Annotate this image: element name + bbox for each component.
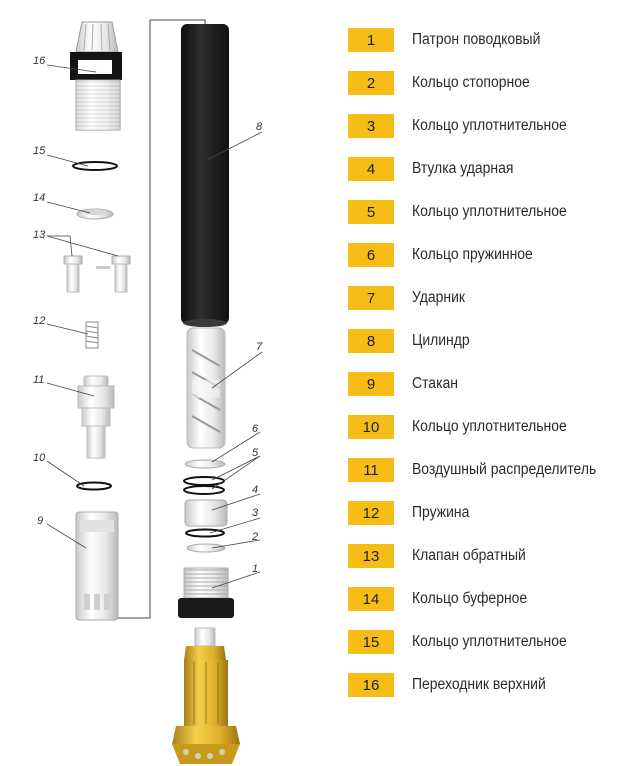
drill-bit: [172, 627, 240, 764]
legend-label: Пружина: [412, 504, 470, 521]
legend-item: 8 Цилиндр: [348, 329, 638, 353]
part-12-spring: [85, 321, 99, 349]
legend-label: Переходник верхний: [412, 676, 546, 693]
legend-number-badge: 7: [348, 286, 394, 310]
part-6-spring-ring: [184, 459, 226, 469]
callout-3: 3: [252, 507, 259, 519]
legend-item: 7 Ударник: [348, 286, 638, 310]
legend-item: 9 Стакан: [348, 372, 638, 396]
callout-15: 15: [33, 145, 46, 157]
callout-13: 13: [33, 229, 46, 241]
legend-number-badge: 9: [348, 372, 394, 396]
legend-label: Ударник: [412, 289, 466, 306]
callout-9: 9: [37, 515, 43, 527]
part-10-oring: [76, 481, 112, 491]
legend-item: 2 Кольцо стопорное: [348, 71, 638, 95]
part-4-impact-sleeve: [184, 499, 228, 527]
legend-label: Кольцо уплотнительное: [412, 633, 567, 650]
legend-item: 1 Патрон поводковый: [348, 28, 638, 52]
leader-lines: [46, 64, 263, 589]
legend-item: 12 Пружина: [348, 501, 638, 525]
legend-label: Кольцо буферное: [412, 590, 528, 607]
legend-label: Воздушный распределитель: [412, 461, 597, 478]
callout-5: 5: [252, 447, 259, 459]
legend-number-badge: 10: [348, 415, 394, 439]
callout-7: 7: [256, 341, 263, 353]
callout-12: 12: [33, 315, 45, 327]
legend-label: Стакан: [412, 375, 458, 392]
part-14-buffer-ring: [76, 208, 114, 220]
legend-item: 13 Клапан обратный: [348, 544, 638, 568]
legend-item: 15 Кольцо уплотнительное: [348, 630, 638, 654]
part-2-retaining-ring: [186, 543, 226, 553]
legend-label: Кольцо уплотнительное: [412, 203, 567, 220]
part-11-air-distributor: [77, 375, 115, 459]
legend-label: Кольцо пружинное: [412, 246, 533, 263]
legend-label: Клапан обратный: [412, 547, 526, 564]
callout-16: 16: [33, 55, 46, 67]
part-5-oring: [183, 476, 225, 486]
part-7-hammer: [186, 327, 226, 449]
part-3-oring: [185, 528, 225, 538]
legend-number-badge: 11: [348, 458, 394, 482]
legend-label: Патрон поводковый: [412, 31, 541, 48]
legend-number-badge: 5: [348, 200, 394, 224]
part-9-cup: [75, 511, 119, 621]
legend-label: Втулка ударная: [412, 160, 514, 177]
legend-number-badge: 13: [348, 544, 394, 568]
legend-number-badge: 12: [348, 501, 394, 525]
callout-1: 1: [252, 563, 258, 575]
legend-number-badge: 15: [348, 630, 394, 654]
part-1-drive-chuck: [178, 567, 234, 618]
legend-number-badge: 6: [348, 243, 394, 267]
legend-number-badge: 14: [348, 587, 394, 611]
part-15-oring: [72, 161, 118, 171]
legend-item: 10 Кольцо уплотнительное: [348, 415, 638, 439]
callout-4: 4: [252, 484, 258, 496]
legend-item: 5 Кольцо уплотнительное: [348, 200, 638, 224]
callout-11: 11: [33, 374, 44, 386]
legend-label: Цилиндр: [412, 332, 470, 349]
legend-item: 4 Втулка ударная: [348, 157, 638, 181]
part-16-top-adapter: [70, 21, 122, 131]
legend-label: Кольцо уплотнительное: [412, 418, 567, 435]
legend-number-badge: 4: [348, 157, 394, 181]
callout-8: 8: [256, 121, 263, 133]
part-13-check-valve: [63, 255, 131, 293]
callout-2: 2: [251, 531, 258, 543]
callout-14: 14: [33, 192, 45, 204]
part-8-cylinder: [181, 24, 229, 324]
callout-10: 10: [33, 452, 46, 464]
legend-number-badge: 1: [348, 28, 394, 52]
legend-item: 16 Переходник верхний: [348, 673, 638, 697]
legend-number-badge: 3: [348, 114, 394, 138]
legend-number-badge: 8: [348, 329, 394, 353]
legend-item: 11 Воздушный распределитель: [348, 458, 638, 482]
callout-6: 6: [252, 423, 259, 435]
legend-number-badge: 16: [348, 673, 394, 697]
part-5-oring: [183, 485, 225, 495]
legend-number-badge: 2: [348, 71, 394, 95]
legend-item: 6 Кольцо пружинное: [348, 243, 638, 267]
legend-label: Кольцо стопорное: [412, 74, 530, 91]
legend-label: Кольцо уплотнительное: [412, 117, 567, 134]
legend-item: 14 Кольцо буферное: [348, 587, 638, 611]
legend-item: 3 Кольцо уплотнительное: [348, 114, 638, 138]
